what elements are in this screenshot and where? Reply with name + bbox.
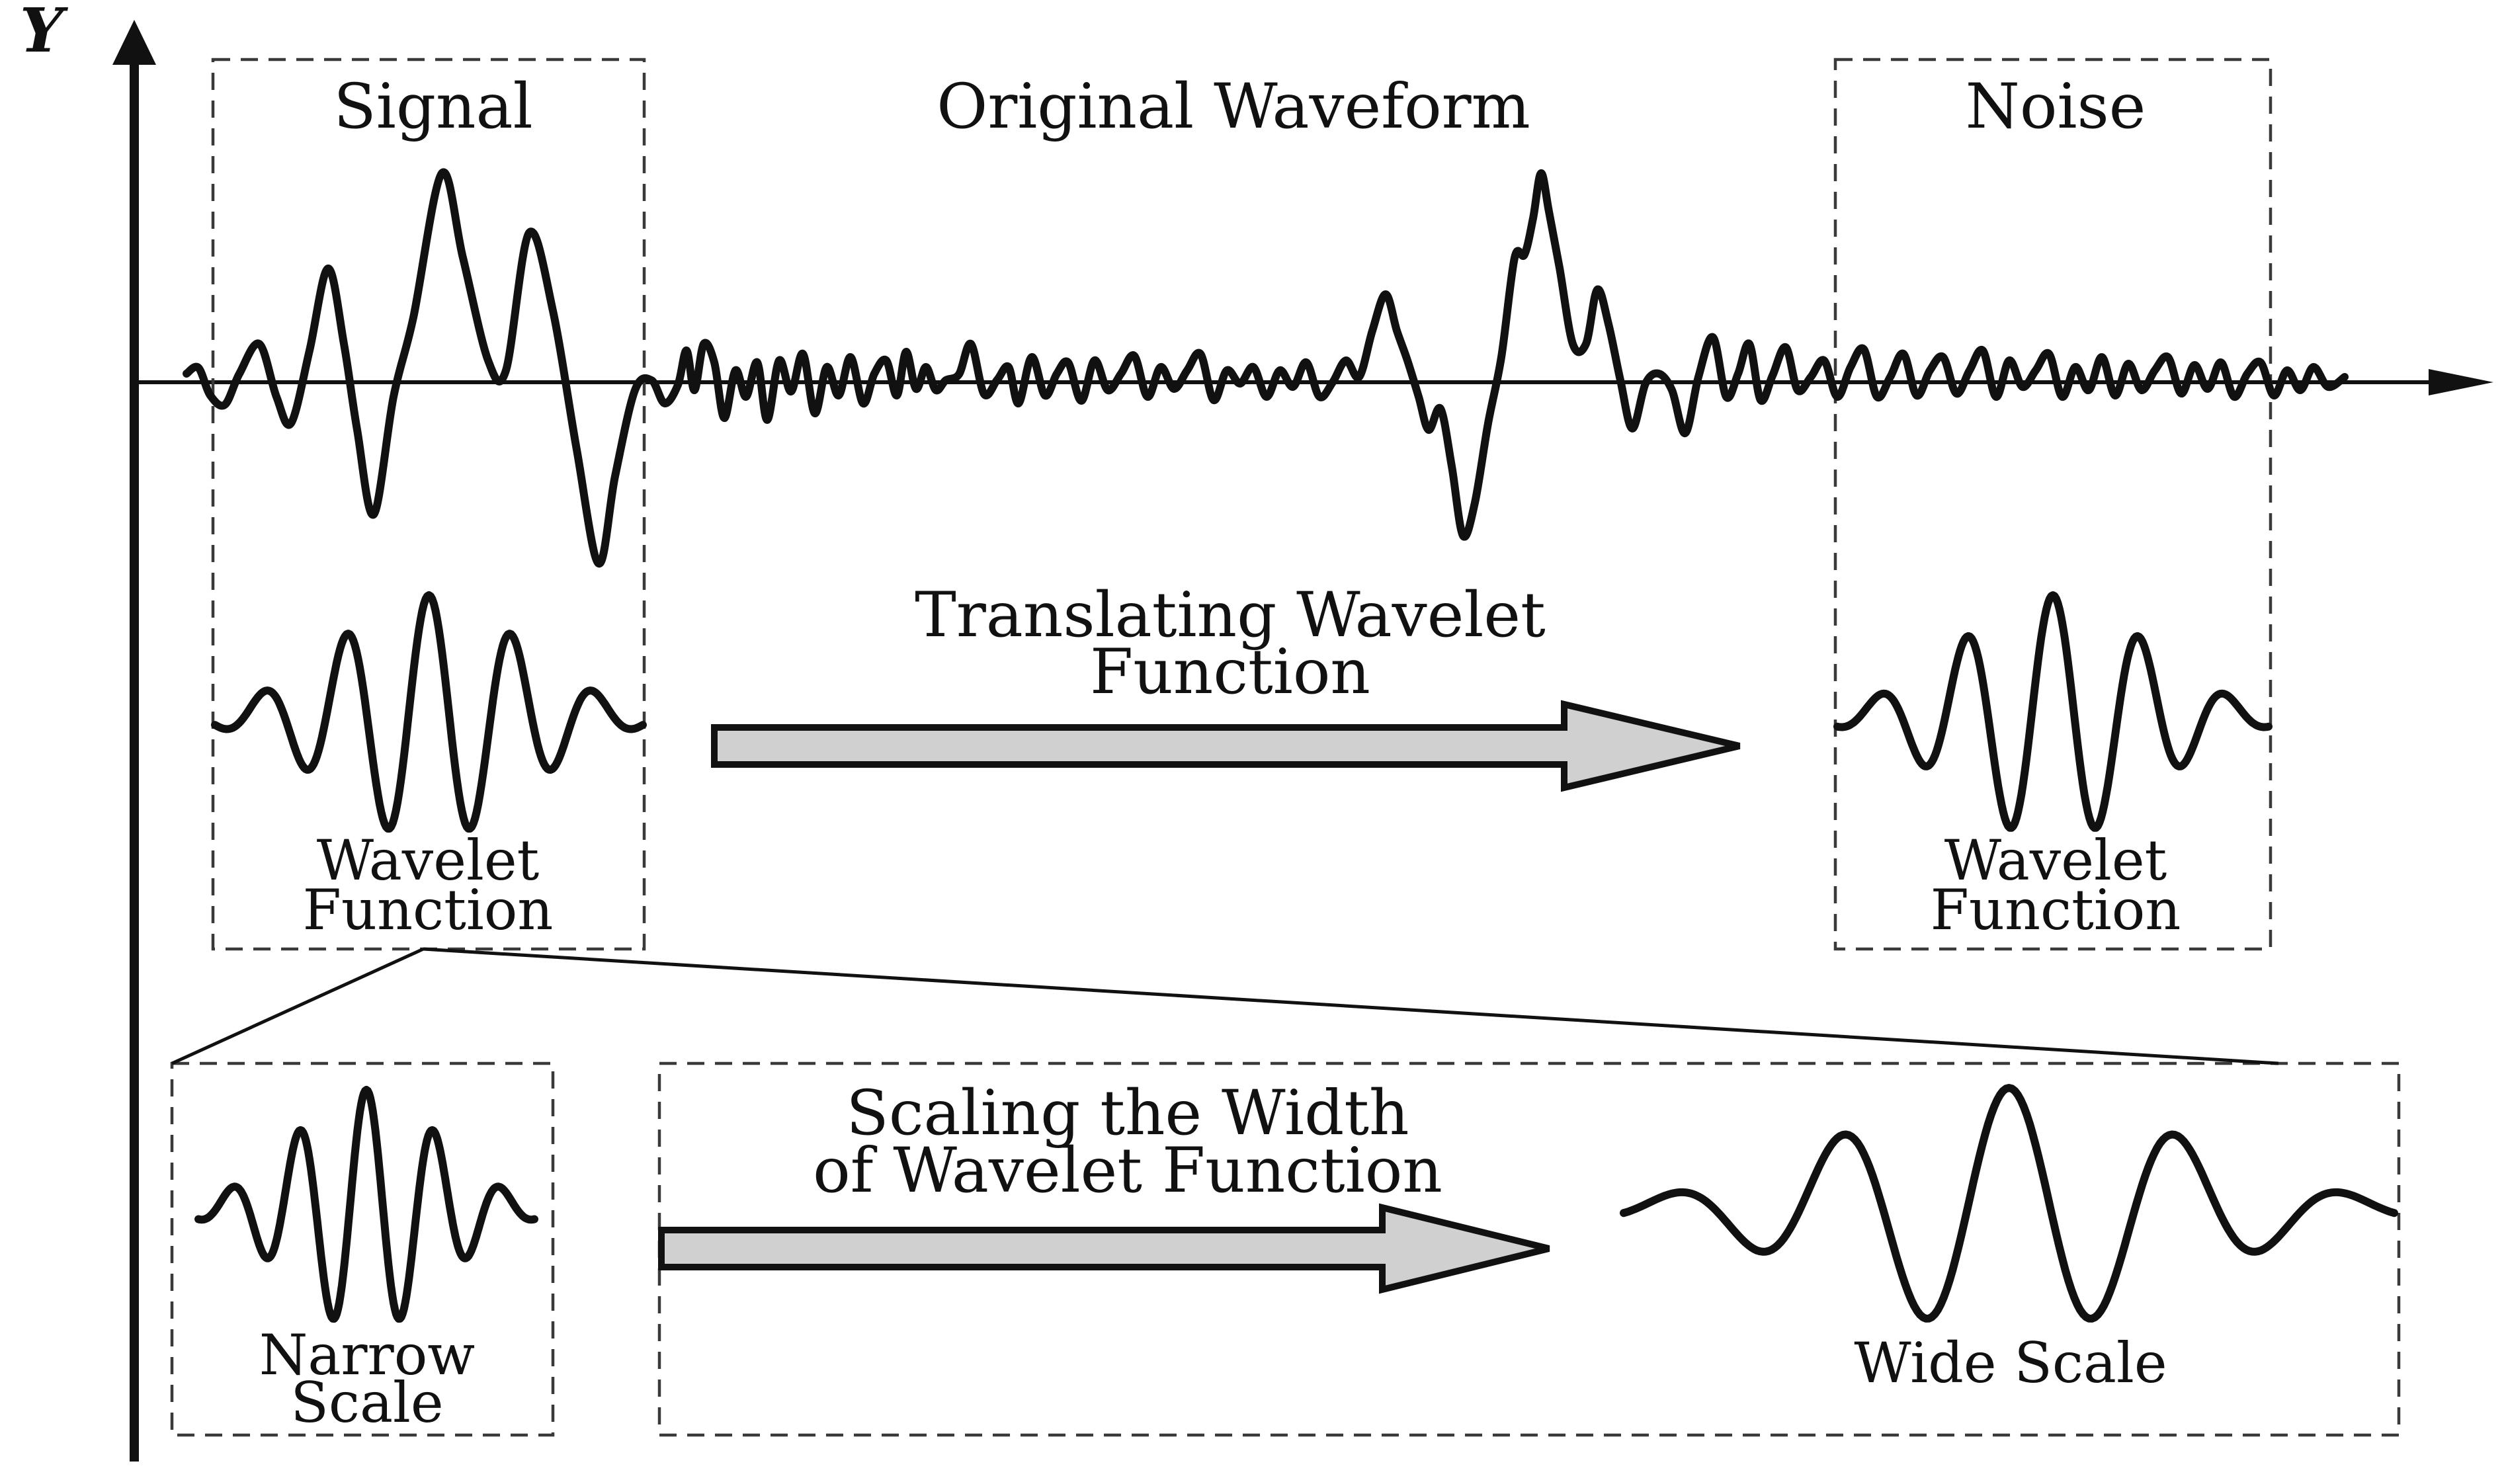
y-axis-arrowhead [112, 20, 156, 65]
noise-box [1833, 58, 2273, 951]
wide-scale-label: Wide Scale [1854, 1331, 2167, 1395]
narrow-scale-label-line2: Scale [290, 1370, 443, 1435]
original-waveform [183, 168, 2349, 568]
noise-label: Noise [1966, 71, 2146, 143]
wavelet-right-label-line2: Function [1931, 878, 2181, 942]
x-axis-arrowhead [2429, 369, 2493, 395]
wavelet-function-left [211, 591, 647, 833]
signal-label: Signal [333, 71, 532, 143]
wavelet-function-right [1833, 591, 2273, 832]
narrow-scale-wavelet [194, 1086, 538, 1323]
wide-scale-wavelet [1620, 1084, 2398, 1323]
translating-label-line2: Function [1090, 636, 1370, 708]
wavelet-right-label-line1: Wavelet [1944, 828, 2167, 893]
scaling-label-line2: of Wavelet Function [813, 1135, 1442, 1207]
signal-box [211, 58, 646, 951]
zoom-line-left [171, 947, 425, 1065]
translating-arrow [711, 700, 1741, 792]
original-waveform-label: Original Waveform [937, 71, 1530, 143]
narrow-scale-label-line1: Narrow [259, 1323, 475, 1387]
y-axis-label: Y [20, 0, 69, 66]
scaling-arrow [658, 1203, 1550, 1294]
zoom-line-right [423, 947, 2279, 1065]
wavelet-left-label-line2: Function [303, 878, 554, 942]
translating-label-line1: Translating Wavelet [915, 579, 1546, 651]
narrow-scale-box [170, 1061, 555, 1437]
wavelet-left-label-line1: Wavelet [317, 828, 540, 893]
scaling-label-line1: Scaling the Width [846, 1077, 1409, 1149]
